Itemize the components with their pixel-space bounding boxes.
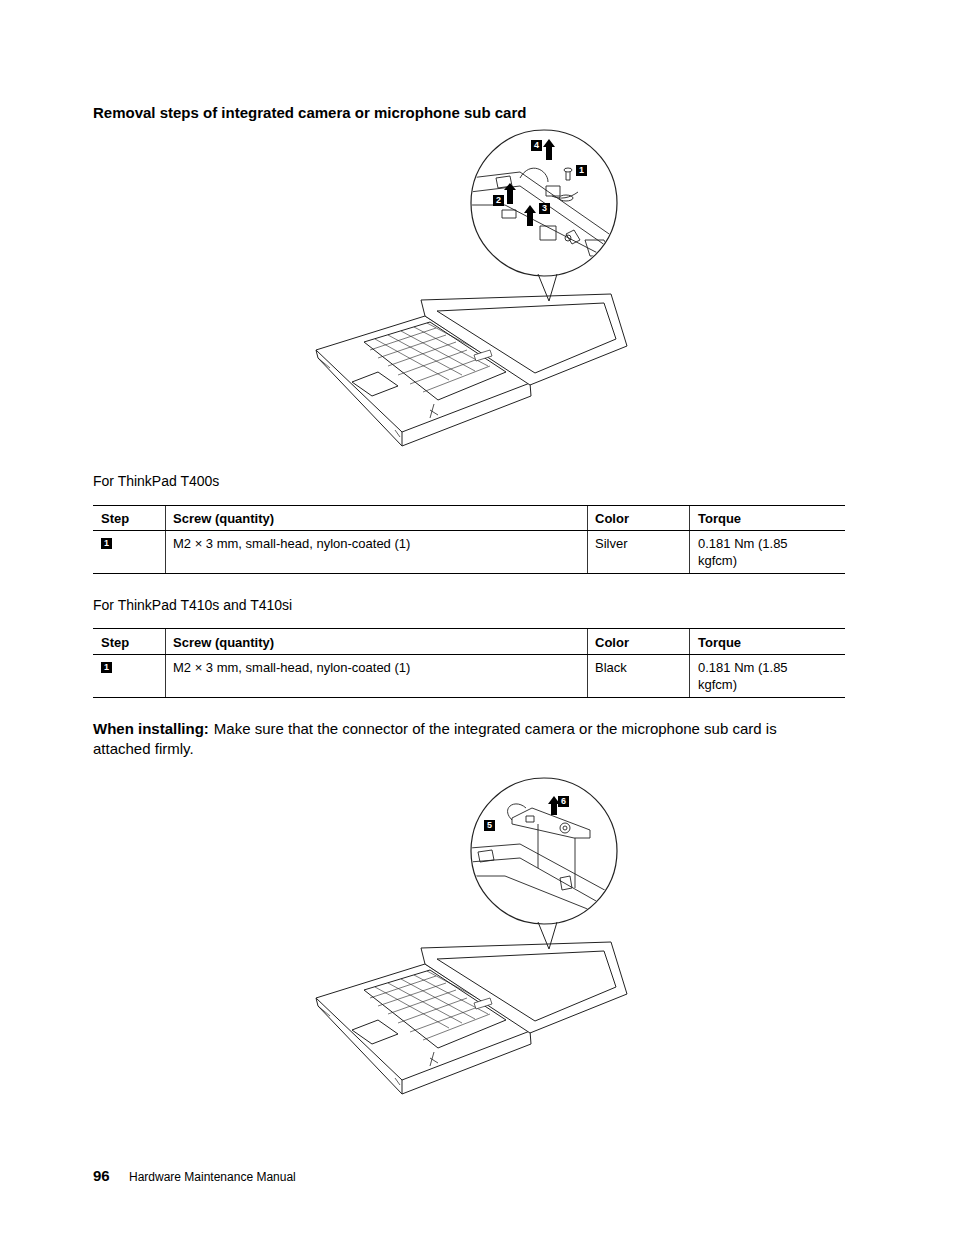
zoom-detail — [470, 804, 615, 920]
callout-number: 3 — [539, 203, 550, 214]
page-heading: Removal steps of integrated camera or mi… — [93, 103, 526, 122]
table-cell: 0.181 Nm (1.85 kgfcm) — [698, 535, 798, 569]
table-header: Screw (quantity) — [173, 634, 274, 651]
callout-number: 1 — [576, 165, 587, 176]
zoom-pointer — [538, 922, 557, 949]
table-cell: 0.181 Nm (1.85 kgfcm) — [698, 659, 798, 693]
table-cell: M2 × 3 mm, small-head, nylon-coated (1) — [173, 659, 410, 676]
note-lead: When installing: — [93, 719, 209, 739]
callout-number: 4 — [531, 140, 542, 151]
table-cell: Silver — [595, 535, 628, 552]
table-header: Step — [101, 510, 129, 527]
callout-number: 5 — [484, 820, 495, 831]
zoom-circle — [471, 130, 617, 276]
screw-symbol — [564, 168, 572, 180]
table-caption: For ThinkPad T400s — [93, 472, 219, 490]
table-caption: For ThinkPad T410s and T410si — [93, 596, 292, 614]
table-lines — [93, 505, 845, 698]
zoom-pointer — [538, 274, 557, 301]
table-header: Color — [595, 634, 629, 651]
table-header: Step — [101, 634, 129, 651]
table-header: Screw (quantity) — [173, 510, 274, 527]
table-header: Torque — [698, 510, 741, 527]
zoom-circle — [471, 778, 617, 924]
note-text: Make sure that the connector of the inte… — [93, 719, 808, 759]
table-cell: Black — [595, 659, 627, 676]
step-number: 1 — [101, 662, 112, 673]
laptop-drawing — [316, 942, 627, 1094]
table-header: Torque — [698, 634, 741, 651]
step-number: 1 — [101, 538, 112, 549]
table-header: Color — [595, 510, 629, 527]
table-cell: M2 × 3 mm, small-head, nylon-coated (1) — [173, 535, 410, 552]
direction-arrow — [504, 139, 555, 226]
laptop-drawing — [316, 294, 627, 446]
zoom-detail — [470, 168, 615, 262]
callout-number: 2 — [493, 195, 504, 206]
footer-text: Hardware Maintenance Manual — [129, 1169, 296, 1185]
page-number: 96 — [93, 1167, 110, 1185]
callout-number: 6 — [558, 796, 569, 807]
